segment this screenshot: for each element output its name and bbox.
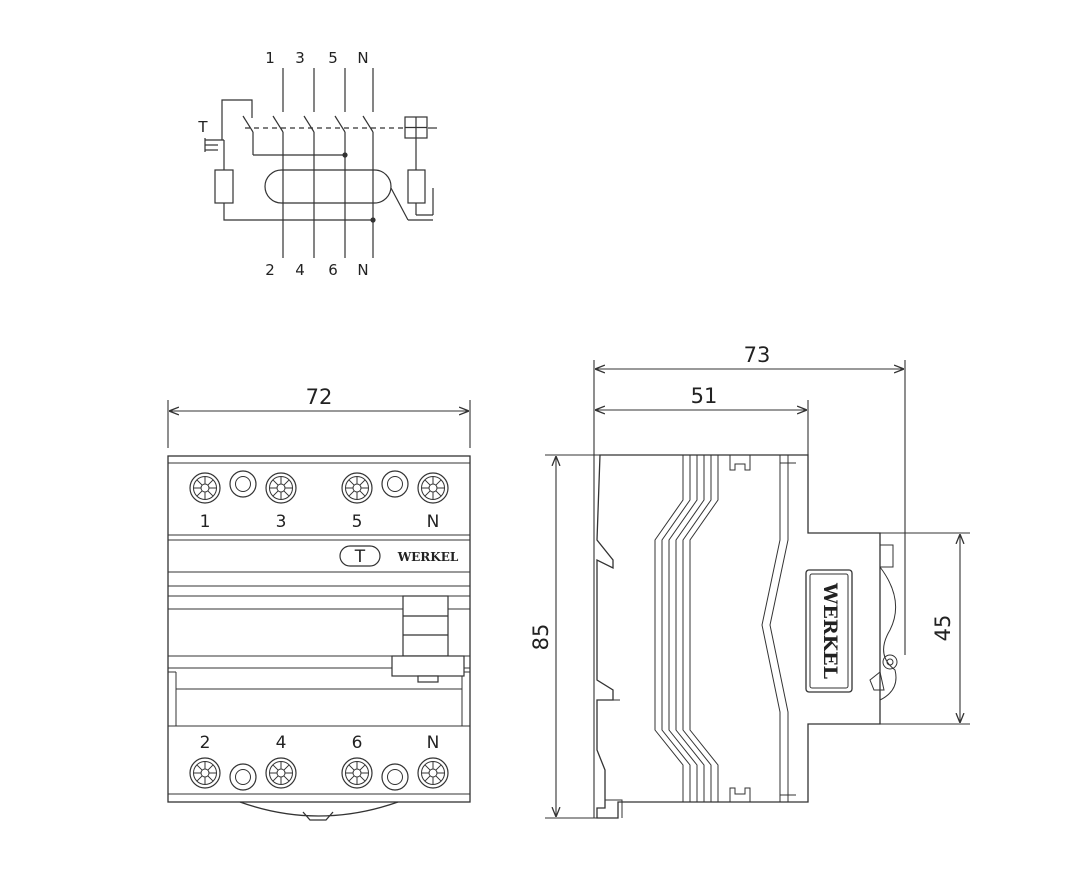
side-brand-plate: [805, 569, 853, 693]
terminal-screw: [417, 757, 449, 789]
front-height-label: 45: [931, 615, 955, 642]
contact-test: [242, 115, 254, 133]
toggle-lever: [391, 595, 465, 683]
schematic-top-label: 5: [328, 49, 338, 67]
terminal-ring: [381, 470, 409, 498]
bottom-terminal-label: N: [427, 733, 440, 753]
front-view: 72: [167, 385, 471, 821]
bottom-terminal-label: 4: [276, 733, 287, 753]
terminal-screw: [265, 757, 297, 789]
terminal-screw: [265, 472, 297, 504]
transformer-core: [264, 169, 392, 204]
top-terminal-label: 3: [276, 512, 287, 532]
top-terminal-label: 1: [200, 512, 211, 532]
test-button[interactable]: [339, 545, 381, 567]
schematic-top-label: 1: [265, 49, 275, 67]
schematic-bottom-label: N: [357, 261, 368, 279]
din-clip: [239, 801, 399, 817]
terminal-screw: [189, 757, 221, 789]
schematic-top-label: N: [357, 49, 368, 67]
top-terminal-label: N: [427, 512, 440, 532]
schematic-bottom-label: 6: [328, 261, 338, 279]
schematic-bottom-label: 4: [295, 261, 305, 279]
terminal-ring: [381, 763, 409, 791]
body-depth-label: 51: [691, 384, 718, 408]
terminal-screw: [417, 472, 449, 504]
test-button-label: T: [354, 547, 366, 567]
contact-3: [303, 115, 315, 133]
height-label: 85: [529, 624, 553, 651]
contact-5: [334, 115, 346, 133]
contact-n: [362, 115, 374, 133]
terminal-ring: [229, 470, 257, 498]
terminal-ring: [229, 763, 257, 791]
side-view: 73 51 85 45: [529, 343, 970, 819]
terminal-screw: [341, 472, 373, 504]
front-brand-label: WERKEL: [397, 550, 459, 564]
sensing-coil: [407, 169, 426, 204]
wiring-schematic: [204, 68, 437, 258]
front-width-label: 72: [306, 385, 333, 409]
schematic-top-label: 3: [295, 49, 305, 67]
bottom-terminal-label: 6: [352, 733, 363, 753]
schematic-labels: 1 3 5 N 2 4 6 N T: [197, 49, 368, 279]
top-terminal-label: 5: [352, 512, 363, 532]
front-width-dimension: [167, 400, 471, 448]
contact-1: [272, 115, 284, 133]
terminal-screw: [189, 472, 221, 504]
side-rib: [654, 455, 684, 802]
terminal-screw: [341, 757, 373, 789]
side-housing: [596, 454, 881, 819]
schematic-test-label: T: [197, 118, 208, 136]
side-brand-label: WERKEL: [819, 582, 841, 679]
bottom-terminal-label: 2: [200, 733, 211, 753]
test-resistor: [214, 169, 234, 204]
schematic-bottom-label: 2: [265, 261, 275, 279]
overall-depth-label: 73: [744, 343, 771, 367]
